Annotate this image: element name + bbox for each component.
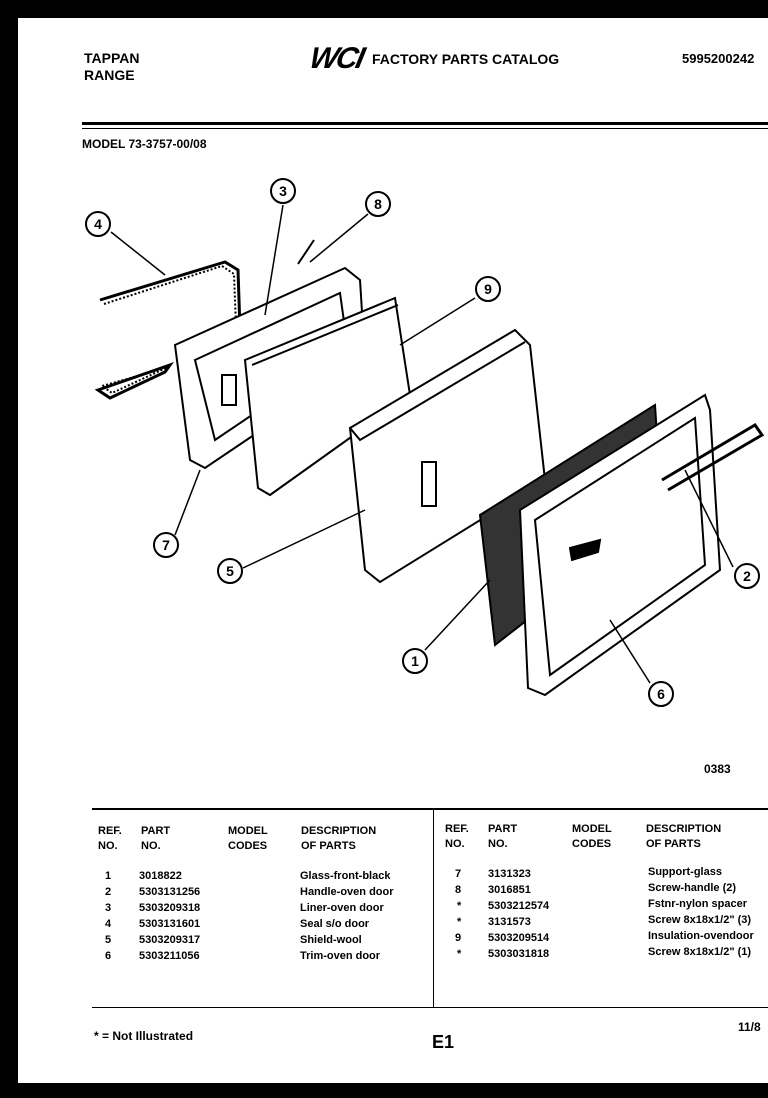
svg-text:8: 8 bbox=[374, 196, 382, 212]
ref-no: 2 bbox=[105, 886, 112, 898]
part-description: Trim-oven door bbox=[300, 950, 381, 962]
callout-1: 1 bbox=[402, 648, 428, 674]
header-rule-thin bbox=[82, 128, 768, 129]
part-no: 5303211056 bbox=[139, 950, 200, 962]
leader-lines bbox=[110, 204, 734, 684]
part-description: Insulation-ovendoor bbox=[648, 930, 754, 942]
svg-text:3: 3 bbox=[279, 183, 287, 199]
ref-no: 5 bbox=[105, 934, 112, 946]
table-bottom-rule bbox=[92, 1007, 768, 1008]
table-top-rule bbox=[92, 808, 768, 810]
header-ref-right: REF.NO. bbox=[445, 823, 469, 850]
handle-part bbox=[661, 423, 765, 492]
brand-block: TAPPAN RANGE bbox=[84, 50, 139, 84]
svg-text:6: 6 bbox=[657, 686, 665, 702]
svg-text:9: 9 bbox=[484, 281, 492, 297]
callout-6: 6 bbox=[648, 681, 674, 707]
ref-no: 7 bbox=[455, 868, 462, 880]
part-description: Handle-oven door bbox=[300, 886, 394, 898]
issue-date: 11/8 bbox=[738, 1020, 761, 1034]
scan-border-top bbox=[0, 0, 768, 18]
svg-text:4: 4 bbox=[94, 216, 102, 232]
part-no: 3131323 bbox=[488, 868, 531, 880]
screw-part bbox=[297, 239, 315, 265]
insulation-part bbox=[243, 296, 412, 497]
callout-3: 3 bbox=[270, 178, 296, 204]
page-id: E1 bbox=[432, 1032, 455, 1052]
header-ref-left: REF.NO. bbox=[98, 825, 122, 852]
scan-border-bottom bbox=[0, 1083, 768, 1098]
part-description: Screw-handle (2) bbox=[648, 882, 737, 894]
part-no: 3131573 bbox=[488, 916, 531, 928]
part-description: Liner-oven door bbox=[300, 902, 384, 914]
part-no: 5303209318 bbox=[139, 902, 201, 914]
callout-2: 2 bbox=[734, 563, 760, 589]
svg-text:7: 7 bbox=[162, 537, 170, 553]
trim-frame-part bbox=[518, 393, 722, 697]
scan-border-left bbox=[0, 0, 18, 1098]
callout-8: 8 bbox=[365, 191, 391, 217]
part-no: 5303212574 bbox=[488, 900, 550, 912]
table-column-divider bbox=[433, 810, 434, 1007]
ref-no: * bbox=[457, 948, 462, 960]
ref-no: 3 bbox=[105, 902, 112, 914]
callout-7: 7 bbox=[153, 532, 179, 558]
brand-name: TAPPAN bbox=[84, 50, 140, 66]
part-description: Support-glass bbox=[648, 866, 722, 878]
callout-5: 5 bbox=[217, 558, 243, 584]
part-no: 5303209317 bbox=[139, 934, 201, 946]
part-no: 5303031818 bbox=[488, 948, 550, 960]
svg-text:2: 2 bbox=[743, 568, 751, 584]
part-no: 5303131601 bbox=[139, 918, 201, 930]
callout-4: 4 bbox=[85, 211, 111, 237]
part-description: Screw 8x18x1/2" (3) bbox=[648, 914, 752, 926]
ref-no: 1 bbox=[105, 870, 112, 882]
header-rule-thick bbox=[82, 122, 768, 125]
ref-no: 6 bbox=[105, 950, 112, 962]
ref-no: 4 bbox=[105, 918, 112, 930]
ref-no: * bbox=[457, 916, 462, 928]
product-type: RANGE bbox=[84, 67, 135, 83]
svg-text:5: 5 bbox=[226, 563, 234, 579]
exploded-parts-diagram: 1 2 3 4 5 6 7 8 9 bbox=[85, 178, 765, 707]
part-no: 3018822 bbox=[139, 870, 182, 882]
part-description: Glass-front-black bbox=[300, 870, 391, 882]
part-description: Screw 8x18x1/2" (1) bbox=[648, 946, 752, 958]
wci-logo: WCI bbox=[306, 42, 366, 75]
not-illustrated-note: * = Not Illustrated bbox=[94, 1029, 194, 1043]
part-description: Shield-wool bbox=[300, 934, 362, 946]
part-no: 3016851 bbox=[488, 884, 531, 896]
part-no: 5303209514 bbox=[488, 932, 550, 944]
catalog-title: FACTORY PARTS CATALOG bbox=[372, 51, 560, 67]
callout-9: 9 bbox=[475, 276, 501, 302]
ref-no: 9 bbox=[455, 932, 462, 944]
part-no: 5303131256 bbox=[139, 886, 201, 898]
part-description: Seal s/o door bbox=[300, 918, 370, 930]
part-description: Fstnr-nylon spacer bbox=[648, 898, 748, 910]
catalog-number: 5995200242 bbox=[682, 51, 755, 66]
ref-no: 8 bbox=[455, 884, 462, 896]
model-number: MODEL 73-3757-00/08 bbox=[82, 137, 207, 151]
svg-text:1: 1 bbox=[411, 653, 419, 669]
figure-id: 0383 bbox=[704, 762, 731, 776]
ref-no: * bbox=[457, 900, 462, 912]
